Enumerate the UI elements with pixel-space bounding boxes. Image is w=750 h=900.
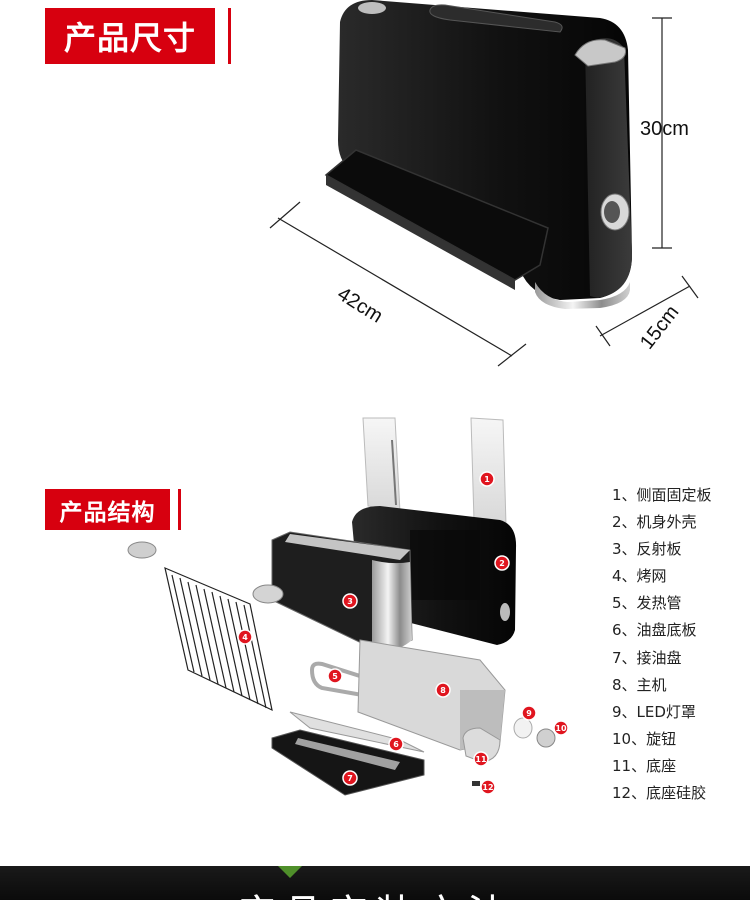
callout-4: 4 — [237, 629, 253, 645]
exploded-view — [127, 417, 556, 796]
part-item: 9、LED灯罩 — [612, 702, 696, 721]
part-item: 10、旋钮 — [612, 729, 677, 748]
callout-5: 5 — [327, 668, 343, 684]
svg-text:6: 6 — [393, 740, 399, 749]
svg-text:3: 3 — [347, 597, 353, 606]
callout-12: 12 — [480, 779, 496, 795]
callout-8: 8 — [435, 682, 451, 698]
callout-3: 3 — [342, 593, 358, 609]
grill-rack-drawing — [164, 566, 273, 712]
callout-1: 1 — [479, 471, 495, 487]
callout-2: 2 — [494, 555, 510, 571]
svg-text:4: 4 — [242, 633, 248, 642]
callout-9: 9 — [521, 705, 537, 721]
callout-6: 6 — [388, 736, 404, 752]
part-item: 4、烤网 — [612, 567, 667, 586]
part-item: 2、机身外壳 — [612, 513, 697, 532]
size-section-title: 产品尺寸 — [45, 8, 215, 64]
callout-markers: 1 2 3 4 5 6 7 8 9 10 11 12 — [237, 471, 569, 795]
part-item: 7、接油盘 — [612, 648, 682, 667]
svg-text:8: 8 — [440, 686, 446, 695]
structure-section-title: 产品结构 — [45, 489, 170, 530]
svg-text:2: 2 — [499, 559, 505, 568]
svg-text:10: 10 — [555, 724, 567, 733]
part-item: 8、主机 — [612, 675, 667, 694]
installation-section-title: 产品安装方法 — [0, 882, 750, 900]
dimension-lines — [269, 17, 699, 367]
svg-text:7: 7 — [347, 774, 353, 783]
svg-text:11: 11 — [475, 755, 487, 764]
structure-title-divider — [178, 489, 181, 530]
part-item: 5、发热管 — [612, 594, 682, 613]
callout-7: 7 — [342, 770, 358, 786]
callout-10: 10 — [553, 720, 569, 736]
size-title-divider — [228, 8, 231, 64]
svg-text:12: 12 — [482, 783, 493, 792]
part-item: 3、反射板 — [612, 540, 682, 559]
part-item: 11、底座 — [612, 756, 677, 775]
svg-text:5: 5 — [332, 672, 338, 681]
green-chevron-icon — [278, 866, 302, 878]
parts-list: 1、侧面固定板 2、机身外壳 3、反射板 4、烤网 5、发热管 6、油盘底板 7… — [612, 482, 712, 807]
part-item: 1、侧面固定板 — [612, 486, 712, 504]
height-dimension-label: 30cm — [640, 118, 689, 140]
part-item: 12、底座硅胶 — [612, 784, 707, 803]
svg-text:9: 9 — [526, 709, 532, 718]
callout-11: 11 — [473, 751, 489, 767]
svg-text:1: 1 — [484, 475, 490, 484]
installation-section-header: 产品安装方法 — [0, 866, 750, 900]
toaster-illustration — [324, 0, 632, 309]
part-item: 6、油盘底板 — [612, 621, 697, 640]
